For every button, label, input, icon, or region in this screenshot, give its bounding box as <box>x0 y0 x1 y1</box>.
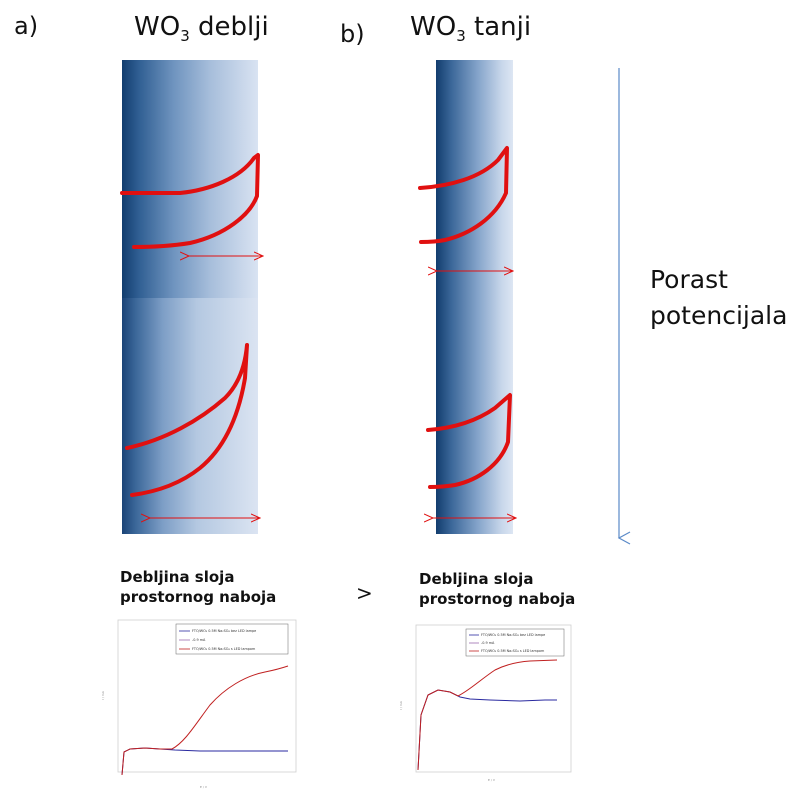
panel-a-curve-bottom <box>125 343 249 497</box>
panel-a-title: WO3 deblji <box>134 12 269 45</box>
panel-a-legend-3: FTO/WO₃ 0.5M Na₂SO₄ s LED lampom <box>192 647 256 651</box>
panel-a-caption-line2: prostornog naboja <box>120 588 277 606</box>
panel-b-curve-top <box>418 146 509 244</box>
panel-b-title: WO3 tanji <box>410 12 531 45</box>
panel-b-legend-2: -0.9 mA <box>481 641 495 645</box>
panel-b-title-rest: tanji <box>465 12 532 42</box>
panel-b-caption: Debljina sloja prostornog naboja <box>419 569 575 609</box>
potential-label-line2: potencijala <box>650 301 788 330</box>
panel-b-legend-1: FTO/WO₃ 0.5M Na₂SO₄ bez LED lampe <box>481 633 545 637</box>
panel-b-label: b) <box>340 20 365 48</box>
panel-b-mini-plot: FTO/WO₃ 0.5M Na₂SO₄ bez LED lampe -0.9 m… <box>399 624 572 782</box>
panel-a-title-rest: deblji <box>189 12 269 42</box>
panel-a-label: a) <box>14 12 39 40</box>
panel-a-mini-plot: FTO/WO₃ 0.5M Na₂SO₄ bez LED lampe -0.9 m… <box>101 619 297 789</box>
panel-a-title-main: WO <box>134 12 181 42</box>
panel-a-plot-legend-box <box>175 623 289 655</box>
panel-a-legend-1: FTO/WO₃ 0.5M Na₂SO₄ bez LED lampe <box>192 629 256 633</box>
panel-b-title-sub: 3 <box>456 27 466 46</box>
panel-b-xlabel: E / V <box>488 778 496 782</box>
potential-label: Porast potencijala <box>650 262 787 334</box>
panel-a-curve-top <box>120 153 260 249</box>
panel-b-caption-line2: prostornog naboja <box>419 590 576 608</box>
panel-a-title-sub: 3 <box>180 27 190 46</box>
panel-b-caption-line1: Debljina sloja <box>419 570 534 588</box>
panel-b-legend-3: FTO/WO₃ 0.5M Na₂SO₄ s LED lampom <box>481 649 545 653</box>
panel-a-xlabel: E / V <box>200 785 208 789</box>
panel-a-legend-2: -0.9 mA <box>192 638 206 642</box>
potential-label-line1: Porast <box>650 265 728 294</box>
panel-b-ylabel: I / mA <box>399 700 403 710</box>
comparison-symbol: > <box>356 581 373 605</box>
panel-a-caption-line1: Debljina sloja <box>120 568 235 586</box>
panel-b-curve-bottom <box>426 393 512 489</box>
panel-a-ylabel: I / mA <box>101 690 105 700</box>
panel-b-title-main: WO <box>410 12 457 42</box>
panel-b-plot-legend-box <box>465 628 565 657</box>
panel-a-caption: Debljina sloja prostornog naboja <box>120 567 276 607</box>
panel-b-light-series <box>417 659 558 771</box>
panel-a-light-series <box>121 665 289 776</box>
